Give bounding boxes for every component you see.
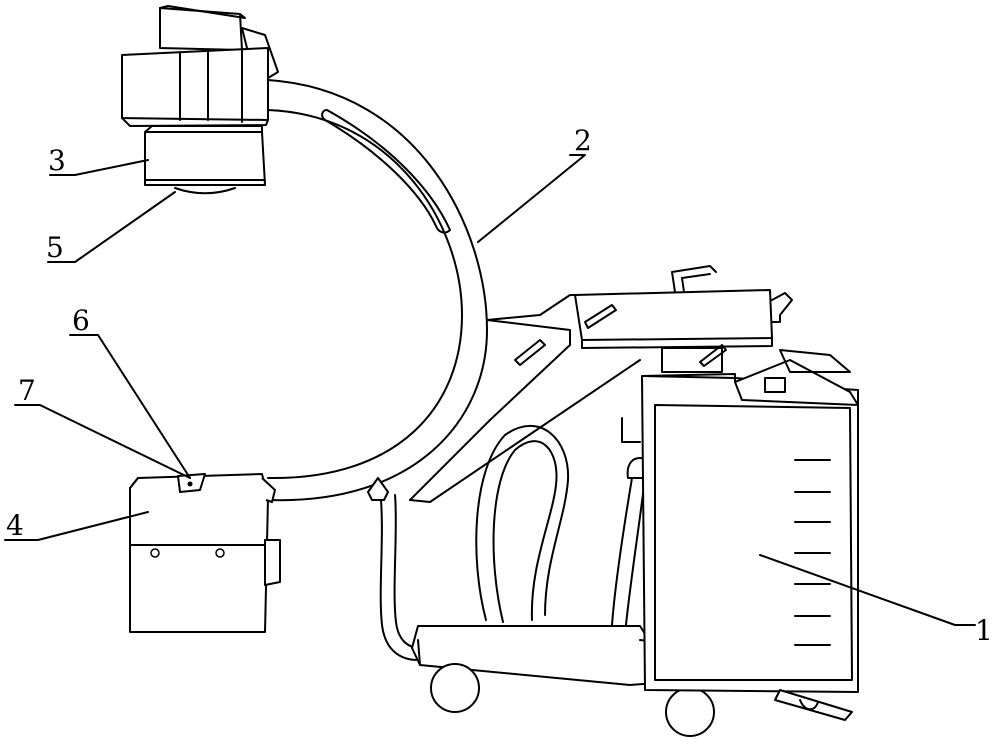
- leader-lines: [4, 154, 976, 626]
- support-bracket: [409, 265, 793, 503]
- x-ray-tube: [129, 473, 281, 633]
- mobile-cart: [411, 349, 859, 737]
- label-3: 3: [48, 144, 66, 177]
- label-1: 1: [975, 614, 993, 647]
- label-2: 2: [574, 124, 592, 157]
- c-arm: [267, 79, 488, 502]
- label-5: 5: [46, 231, 64, 264]
- label-7: 7: [18, 374, 36, 407]
- image-intensifier: [121, 5, 279, 195]
- label-6: 6: [72, 304, 90, 337]
- label-4: 4: [6, 509, 24, 542]
